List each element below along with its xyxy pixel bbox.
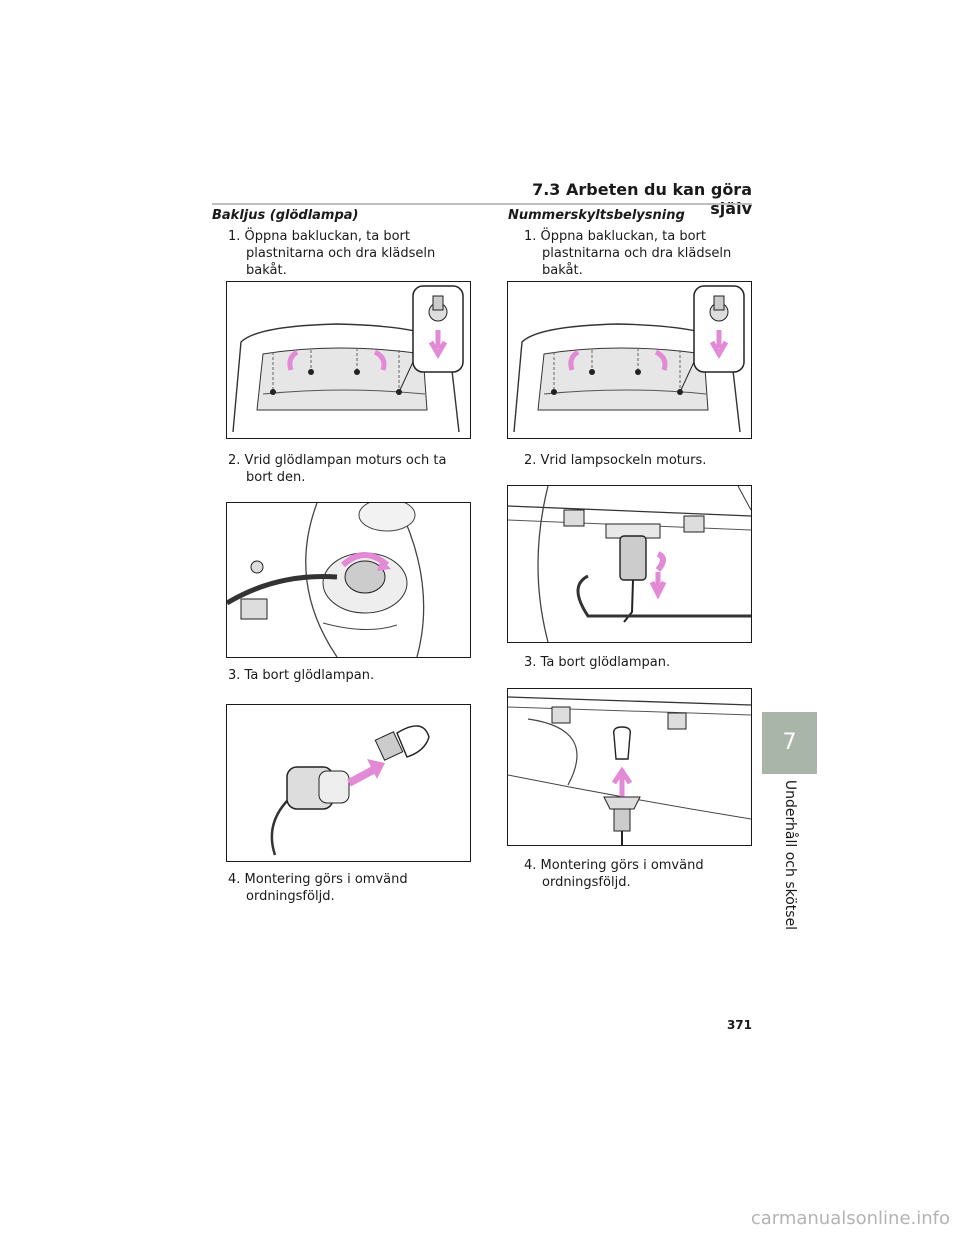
figure-socket-twist: [507, 485, 752, 643]
chapter-tab[interactable]: 7: [762, 712, 817, 774]
right-step-3: 3. Ta bort glödlampan.: [524, 655, 671, 670]
left-step-4: 4. Montering görs i omvänd ordningsföljd…: [228, 872, 408, 904]
left-column: Bakljus (glödlampa): [212, 208, 472, 230]
right-step-2: 2. Vrid lampsockeln moturs.: [524, 453, 707, 468]
chapter-side-title: Underhåll och skötsel: [762, 780, 817, 930]
left-step-3: 3. Ta bort glödlampan.: [228, 668, 375, 683]
left-step-1: 1. Öppna bakluckan, ta bort plastnitarna…: [228, 229, 436, 278]
figure-bulb-remove-right: [507, 688, 752, 846]
right-step-1: 1. Öppna bakluckan, ta bort plastnitarna…: [524, 229, 732, 278]
section-title-license-light: Nummerskyltsbelysning: [508, 208, 685, 223]
right-step-4: 4. Montering görs i omvänd ordningsföljd…: [524, 858, 704, 890]
page-number: 371: [726, 1018, 752, 1032]
left-step-2: 2. Vrid glödlampan moturs och ta bort de…: [228, 453, 447, 485]
bulb-remove-drawing: [270, 725, 430, 856]
figure-bulb-twist: [226, 502, 471, 658]
section-title-rear-light: Bakljus (glödlampa): [212, 208, 359, 223]
chapter-title: Underhåll och skötsel: [781, 779, 798, 931]
figure-trunk-trim-right: [507, 281, 752, 439]
bulb-twist-drawing: [227, 503, 425, 657]
header-divider: [212, 203, 752, 205]
watermark: carmanualsonline.info: [750, 1208, 950, 1229]
bulb-remove-drawing: [508, 696, 751, 845]
section-header: 7.3 Arbeten du kan göra själv: [532, 180, 752, 218]
trunk-trim-drawing: [232, 285, 464, 433]
trunk-trim-drawing: [513, 285, 745, 433]
figure-bulb-remove-left: [226, 704, 471, 862]
socket-twist-drawing: [508, 486, 751, 642]
right-column: Nummerskyltsbelysning: [508, 208, 768, 230]
figure-trunk-trim-left: [226, 281, 471, 439]
